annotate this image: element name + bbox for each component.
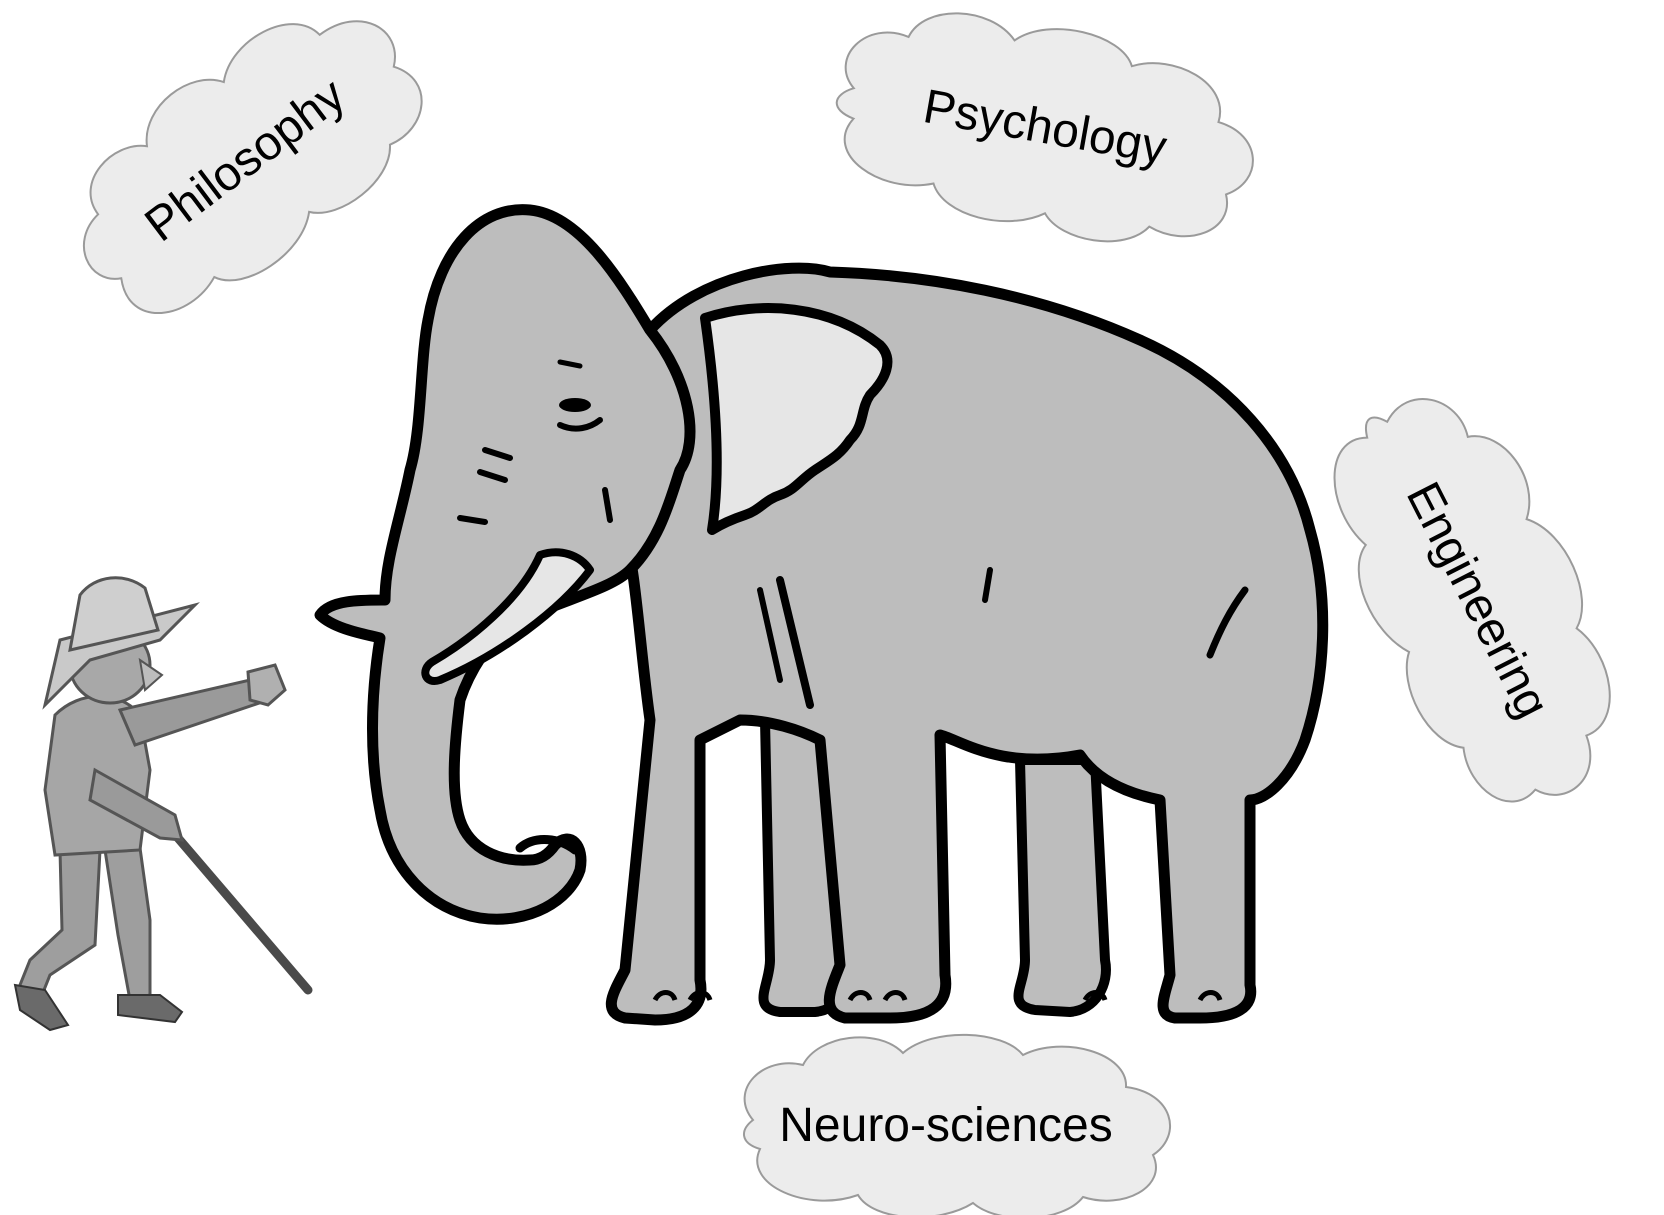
man-back-shoe — [15, 985, 68, 1030]
elephant-hind-leg-back — [1018, 760, 1105, 1012]
elephant-icon — [320, 210, 1323, 1020]
blind-man-with-cane-icon — [15, 578, 308, 1030]
cloud-engineering: Engineering — [1290, 367, 1663, 836]
cloud-neurosciences: Neuro-sciences — [744, 1035, 1170, 1215]
man-front-leg — [105, 848, 150, 1000]
man-back-leg — [18, 850, 100, 1000]
elephant-wrinkle-3 — [460, 518, 485, 522]
elephant-head — [320, 210, 690, 920]
man-front-shoe — [118, 995, 182, 1022]
elephant-eye — [559, 398, 591, 412]
cloud-psychology: Psychology — [821, 0, 1270, 265]
cane-icon — [178, 838, 308, 990]
cloud-neurosciences-label: Neuro-sciences — [779, 1099, 1112, 1152]
man-hand — [248, 665, 285, 705]
cloud-philosophy: Philosophy — [37, 0, 456, 353]
